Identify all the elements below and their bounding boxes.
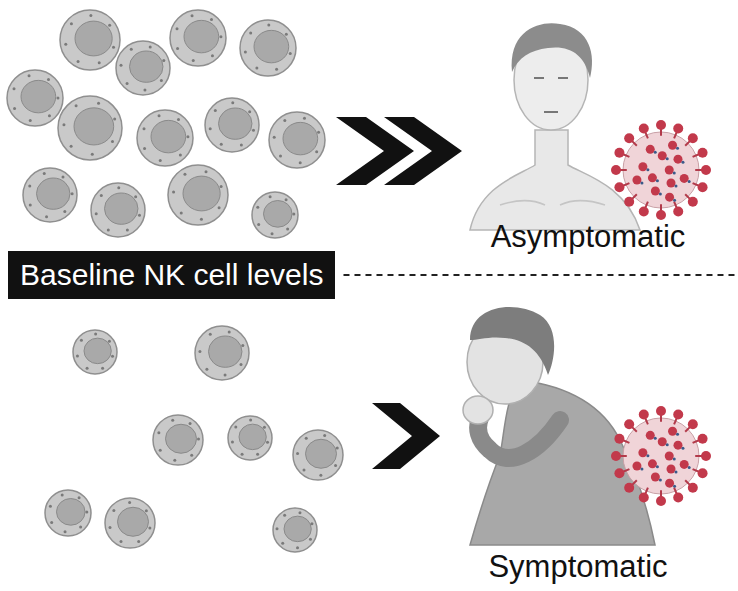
nk-cell	[58, 96, 122, 160]
chevrons	[336, 117, 462, 469]
nk-cell	[228, 416, 272, 460]
nk-cell	[7, 70, 63, 126]
nk-cell	[137, 110, 193, 166]
nk-cell	[60, 10, 120, 70]
nk-cell	[252, 192, 298, 238]
nk-cell	[195, 326, 249, 380]
nk-cell	[23, 168, 77, 222]
nk-cell	[205, 98, 259, 152]
nk-cell	[168, 165, 228, 225]
nk-cell	[105, 498, 155, 548]
nk-cell	[240, 20, 296, 76]
nk-cell	[91, 183, 145, 237]
nk-cell	[269, 112, 325, 168]
nk-cell	[293, 430, 343, 480]
heading-band: Baseline NK cell levels	[8, 251, 335, 299]
nk-cells	[7, 10, 343, 552]
nk-cell	[45, 490, 91, 536]
nk-cell	[170, 10, 226, 66]
nk-cell	[273, 508, 317, 552]
virus-particle	[611, 120, 711, 220]
nk-cell	[73, 330, 117, 374]
nk-cell	[153, 415, 203, 465]
band-label: Baseline NK cell levels	[20, 257, 323, 293]
nk-cell	[116, 41, 170, 95]
dashed-divider	[343, 274, 736, 276]
virus-particle	[611, 406, 711, 506]
outcome-label: Symptomatic	[488, 548, 667, 585]
outcome-label: Asymptomatic	[491, 218, 686, 255]
